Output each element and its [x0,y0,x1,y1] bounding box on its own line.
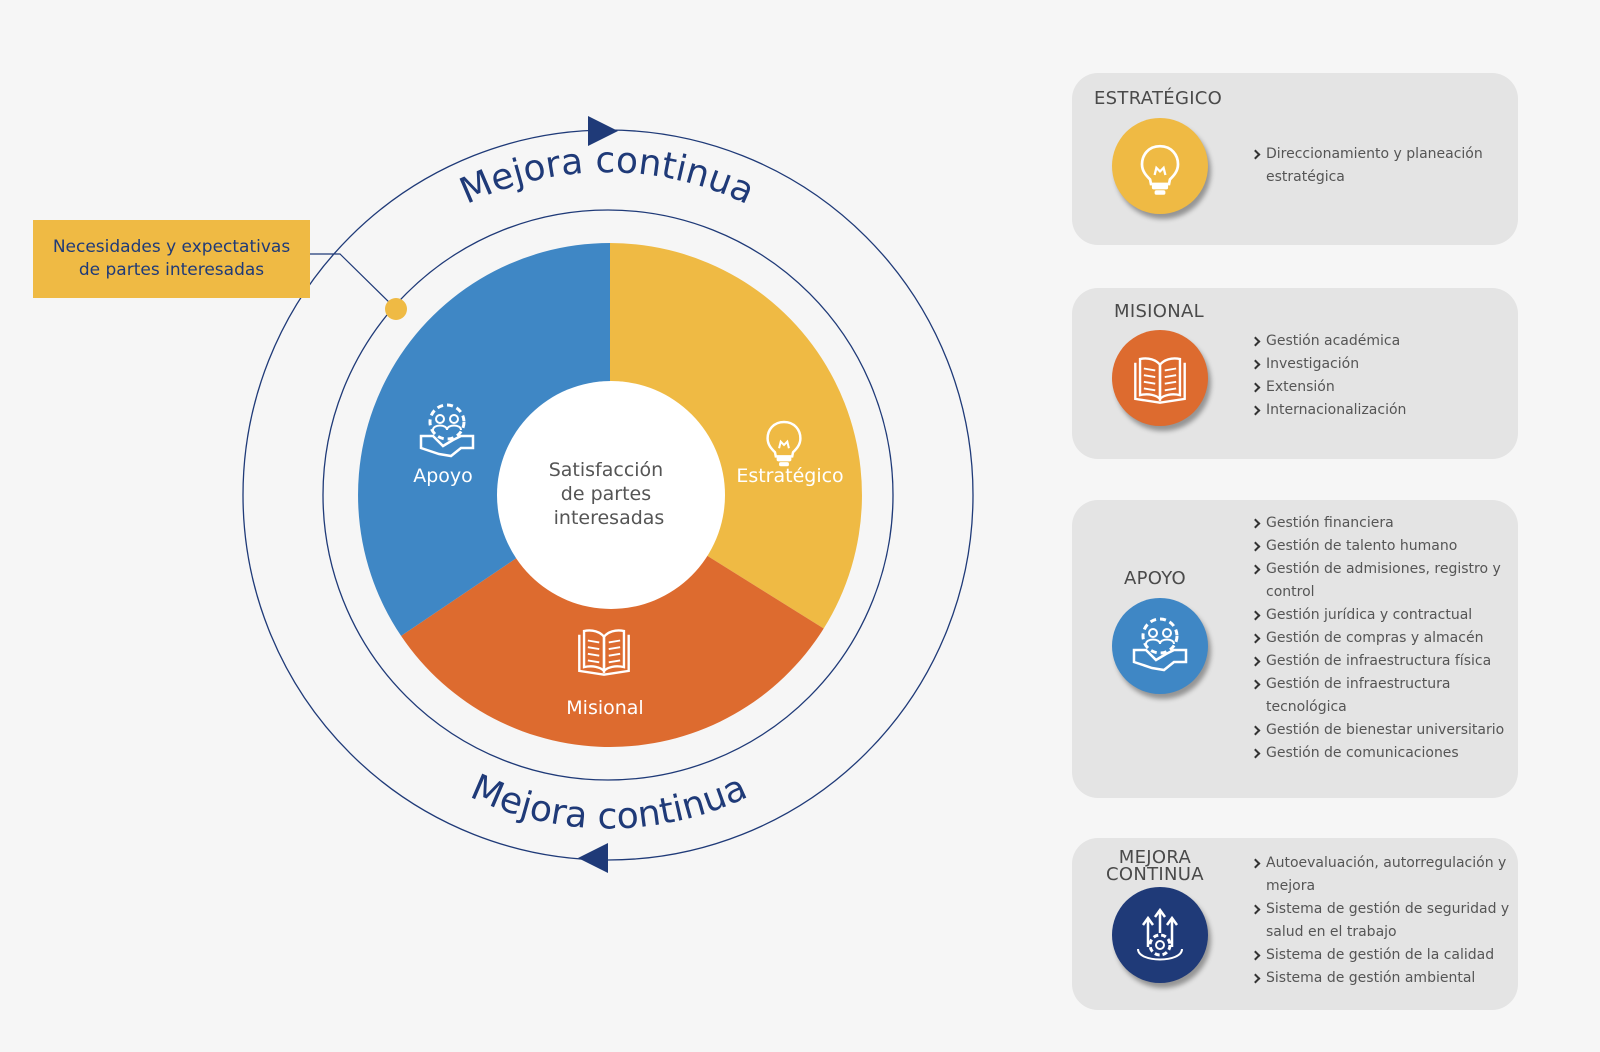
list-item: Sistema de gestión de la calidad [1250,944,1512,967]
card-list-misional: Gestión académica Investigación Extensió… [1250,330,1512,422]
segment-label-misional: Misional [566,697,643,719]
list-item: Extensión [1250,376,1512,399]
card-mejora-continua: MEJORA CONTINUA Autoevaluación, autorreg… [1072,838,1518,1010]
list-item: Gestión académica [1250,330,1512,353]
segment-misional [401,495,824,747]
gear-arrows-up-icon [1136,908,1184,961]
card-icon-circle-apoyo [1112,598,1208,694]
list-item: Gestión de bienestar universitario [1250,719,1512,742]
card-list-estrategico: Direccionamiento y planeación estratégic… [1250,143,1512,189]
list-item: Gestión de compras y almacén [1250,627,1512,650]
list-item: Gestión de admisiones, registro y contro… [1250,558,1512,604]
list-item: Gestión de infraestructura tecnológica [1250,673,1512,719]
open-book-icon [1134,357,1186,404]
center-label: Satisfacción de partes interesadas [549,459,670,529]
segment-label-apoyo: Apoyo [413,465,473,487]
process-diagram: Mejora continua Mejora continua Satisfac… [242,116,974,873]
inner-cycle-ring [322,209,894,781]
list-item: Direccionamiento y planeación estratégic… [1250,143,1512,189]
card-title-estrategico: ESTRATÉGICO [1094,88,1223,109]
card-title-mejora-continua: MEJORA CONTINUA [1106,847,1204,885]
stakeholder-needs-callout: Necesidades y expectativas de partes int… [33,220,310,298]
card-misional: MISIONAL Gestión académica Investigación… [1072,288,1518,459]
cycle-arrow-bottom [578,843,608,873]
list-item: Autoevaluación, autorregulación y mejora [1250,852,1512,898]
callout-connector [310,253,397,310]
lightbulb-icon [1140,144,1180,197]
list-item: Internacionalización [1250,399,1512,422]
list-item: Gestión de talento humano [1250,535,1512,558]
gear-people-handshake-icon [1132,617,1188,672]
list-item: Gestión de comunicaciones [1250,742,1512,765]
list-item: Gestión financiera [1250,512,1512,535]
card-icon-circle-misional [1112,330,1208,426]
ring-bottom-label: Mejora continua [465,767,753,837]
card-icon-circle-estrategico [1112,118,1208,214]
list-item: Sistema de gestión de seguridad y salud … [1250,898,1512,944]
center-circle [497,381,725,609]
callout-dot [385,298,407,320]
list-item: Gestión de infraestructura física [1250,650,1512,673]
card-estrategico: ESTRATÉGICO Direccionamiento y planeació… [1072,73,1518,245]
segment-label-estrategico: Estratégico [736,465,843,487]
card-title-misional: MISIONAL [1114,301,1204,322]
list-item: Gestión jurídica y contractual [1250,604,1512,627]
list-item: Investigación [1250,353,1512,376]
card-list-mejora-continua: Autoevaluación, autorregulación y mejora… [1250,852,1512,990]
card-title-apoyo: APOYO [1124,568,1187,589]
ring-top-label: Mejora continua [454,140,760,212]
card-list-apoyo: Gestión financiera Gestión de talento hu… [1250,512,1512,765]
card-icon-circle-mejora-continua [1112,887,1208,983]
segment-apoyo [358,243,610,636]
card-apoyo: APOYO Gestión financiera Gestión de tale… [1072,500,1518,798]
list-item: Sistema de gestión ambiental [1250,967,1512,990]
cycle-arrow-top [588,116,618,146]
